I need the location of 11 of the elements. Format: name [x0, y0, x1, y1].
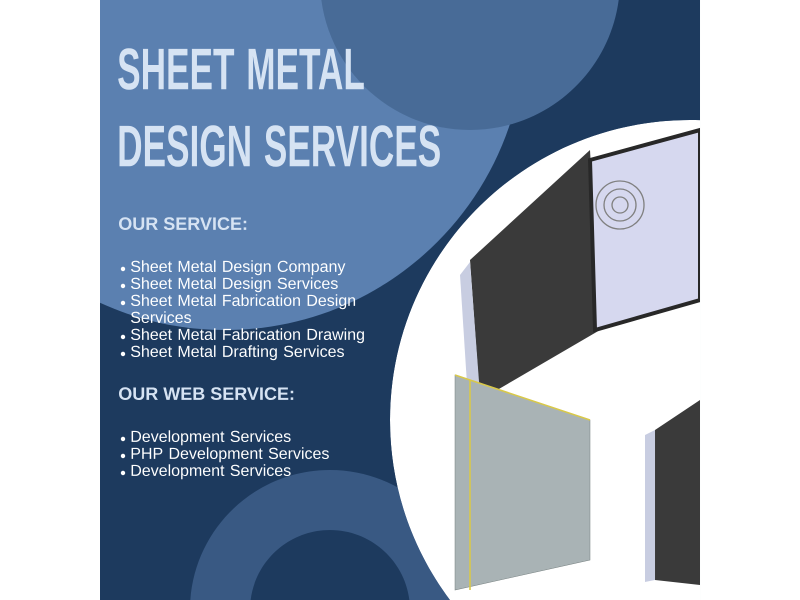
list-item: Sheet Metal Drafting Services [120, 345, 344, 360]
list-item: Sheet Metal Design Services [120, 277, 338, 292]
list-item: Sheet Metal Design Company [120, 260, 346, 276]
list-item: PHP Development Services [120, 447, 329, 462]
section-heading: OUR WEB SERVICE: [119, 387, 294, 400]
list-item: Development Services [120, 464, 291, 480]
list-item: Development Services [120, 430, 291, 446]
list-item: Sheet Metal Fabrication Design Services [120, 294, 356, 323]
title: SHEET METAL DESIGN SERVICES [118, 48, 440, 167]
section-heading: OUR SERVICE: [119, 217, 246, 230]
list-item: Sheet Metal Fabrication Drawing [120, 328, 364, 344]
